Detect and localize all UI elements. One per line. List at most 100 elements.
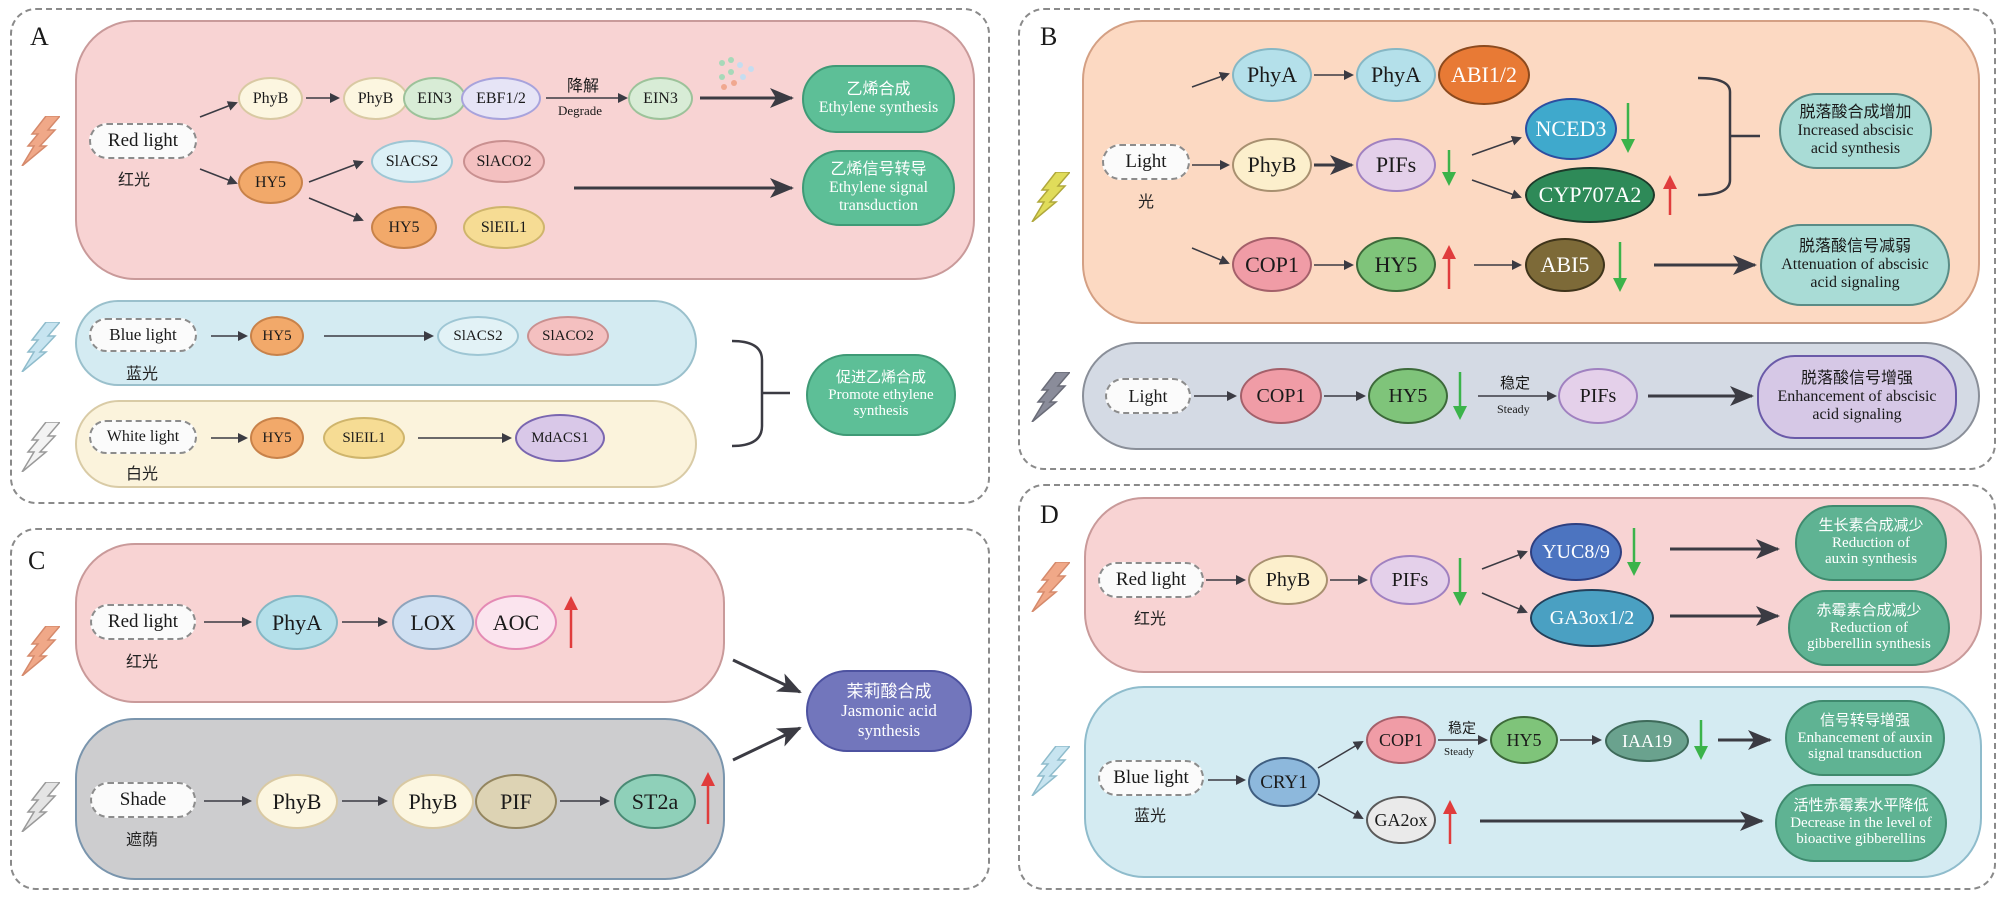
- node-mdacs1: MdACS1: [515, 414, 605, 462]
- steady-label-cn: 稳定: [1500, 376, 1531, 392]
- panel-c: [10, 528, 990, 890]
- output-en: synthesis: [853, 403, 909, 420]
- node-ein3: EIN3: [628, 77, 693, 120]
- output-cn: 茉莉酸合成: [846, 682, 932, 702]
- panel-d-letter: D: [1040, 500, 1059, 529]
- output-cn: 脱落酸信号减弱: [1798, 238, 1911, 256]
- output-en: acid signaling: [1810, 273, 1900, 291]
- red-light-cn: 红光: [126, 654, 159, 671]
- panel-d: [1018, 484, 1996, 890]
- output-en: Increased abscisic: [1797, 122, 1914, 140]
- node-nced3: NCED3: [1525, 98, 1617, 160]
- output-en: auxin synthesis: [1824, 551, 1918, 568]
- steady-label-en: Steady: [1497, 402, 1530, 416]
- red-light-source: Red light: [89, 123, 197, 159]
- node-pifs: PIFs: [1356, 138, 1436, 192]
- node-cop1: COP1: [1232, 237, 1312, 292]
- node-phya: PhyA: [256, 595, 338, 650]
- node-hy5-target: HY5: [371, 206, 437, 249]
- output-cn: 乙烯信号转导: [830, 161, 927, 179]
- red-light-source: Red light: [1098, 562, 1204, 598]
- node-cop1: COP1: [1240, 368, 1322, 424]
- output-ethylene-synthesis: 乙烯合成 Ethylene synthesis: [802, 65, 955, 133]
- node-slacs2: SlACS2: [437, 316, 519, 356]
- node-phya-complex: PhyA: [1356, 48, 1436, 102]
- shade-cn: 遮荫: [126, 832, 159, 849]
- output-en: Reduction of: [1832, 534, 1910, 551]
- node-abi5: ABI5: [1525, 238, 1605, 292]
- light-bolt-icon: [1030, 172, 1070, 222]
- output-en: Reduction of: [1830, 619, 1908, 636]
- node-cyp707a2: CYP707A2: [1525, 167, 1655, 223]
- node-cop1: COP1: [1366, 716, 1436, 764]
- node-aoc: AOC: [475, 595, 557, 650]
- panel-a-letter: A: [30, 22, 49, 51]
- node-pifs: PIFs: [1370, 555, 1450, 605]
- blue-light-source: Blue light: [1098, 760, 1204, 796]
- blue-light-cn: 蓝光: [126, 366, 159, 383]
- light-source: Light: [1102, 144, 1190, 180]
- output-en: synthesis: [857, 720, 921, 740]
- node-hy5: HY5: [1490, 716, 1558, 764]
- blue-light-bolt-icon: [1030, 746, 1070, 796]
- output-en: gibberellin synthesis: [1807, 636, 1931, 653]
- node-abi12: ABI1/2: [1438, 45, 1530, 105]
- output-en: transduction: [838, 196, 919, 214]
- output-en: Promote ethylene: [828, 386, 934, 403]
- node-lox: LOX: [392, 595, 474, 650]
- output-reduction-gibberellin-synthesis: 赤霉素合成减少 Reduction of gibberellin synthes…: [1788, 590, 1950, 666]
- node-phyb: PhyB: [238, 77, 303, 120]
- output-cn: 生长素合成减少: [1818, 517, 1924, 534]
- node-ga2ox: GA2ox: [1366, 796, 1436, 844]
- output-en: Ethylene synthesis: [818, 99, 939, 116]
- output-en: signal transduction: [1808, 746, 1922, 763]
- output-ethylene-signal: 乙烯信号转导 Ethylene signal transduction: [802, 150, 955, 226]
- node-cry1: CRY1: [1248, 757, 1320, 807]
- output-en: bioactive gibberellins: [1796, 831, 1926, 848]
- shade-bolt-icon: [20, 782, 60, 832]
- node-slaco2: SlACO2: [527, 316, 609, 356]
- output-en: Ethylene signal: [828, 179, 929, 197]
- output-en: acid signaling: [1812, 405, 1902, 423]
- node-slaco2: SlACO2: [463, 140, 545, 183]
- red-light-source: Red light: [90, 604, 196, 640]
- steady-label-en: Steady: [1444, 746, 1474, 758]
- node-ga3ox12: GA3ox1/2: [1530, 589, 1654, 647]
- white-light-bolt-icon: [20, 422, 60, 472]
- output-cn: 信号转导增强: [1819, 712, 1910, 729]
- output-enhancement-auxin-signal: 信号转导增强 Enhancement of auxin signal trans…: [1785, 700, 1945, 776]
- blue-light-source: Blue light: [89, 318, 197, 352]
- output-cn: 活性赤霉素水平降低: [1793, 797, 1929, 814]
- node-hy5: HY5: [250, 316, 304, 356]
- node-sleil1: SlEIL1: [463, 206, 545, 249]
- output-reduction-auxin-synthesis: 生长素合成减少 Reduction of auxin synthesis: [1795, 505, 1947, 581]
- white-light-cn: 白光: [126, 466, 159, 483]
- node-phyb: PhyB: [1232, 138, 1312, 192]
- panel-b: [1018, 8, 1996, 470]
- output-attenuation-aba-signaling: 脱落酸信号减弱 Attenuation of abscisic acid sig…: [1760, 224, 1950, 306]
- output-en: Jasmonic acid: [841, 701, 937, 721]
- shade-source: Shade: [90, 782, 196, 818]
- red-light-bolt-icon: [20, 116, 60, 166]
- panel-a: [10, 8, 990, 504]
- output-jasmonic-acid-synthesis: 茉莉酸合成 Jasmonic acid synthesis: [806, 670, 972, 752]
- node-hy5: HY5: [238, 161, 303, 204]
- red-light-bolt-icon: [1030, 562, 1070, 612]
- output-enhancement-aba-signaling: 脱落酸信号增强 Enhancement of abscisic acid sig…: [1757, 355, 1957, 439]
- output-decrease-bioactive-gibberellins: 活性赤霉素水平降低 Decrease in the level of bioac…: [1775, 784, 1947, 862]
- output-cn: 赤霉素合成减少: [1816, 602, 1922, 619]
- light-bolt-icon: [1030, 372, 1070, 422]
- blue-light-cn: 蓝光: [1134, 808, 1167, 825]
- output-en: Decrease in the level of: [1790, 814, 1932, 831]
- degrade-label-cn: 降解: [567, 78, 600, 95]
- degrade-label-en: Degrade: [558, 103, 603, 118]
- node-phya: PhyA: [1232, 48, 1312, 102]
- output-en: Attenuation of abscisic: [1781, 256, 1929, 274]
- node-hy5: HY5: [1368, 368, 1448, 424]
- blue-light-bolt-icon: [20, 322, 60, 372]
- white-light-source: White light: [89, 420, 197, 454]
- output-cn: 脱落酸合成增加: [1799, 104, 1912, 122]
- output-increased-aba-synthesis: 脱落酸合成增加 Increased abscisic acid synthesi…: [1779, 93, 1932, 169]
- output-en: Enhancement of abscisic: [1777, 388, 1937, 406]
- node-ein3-complex: EIN3: [403, 77, 466, 120]
